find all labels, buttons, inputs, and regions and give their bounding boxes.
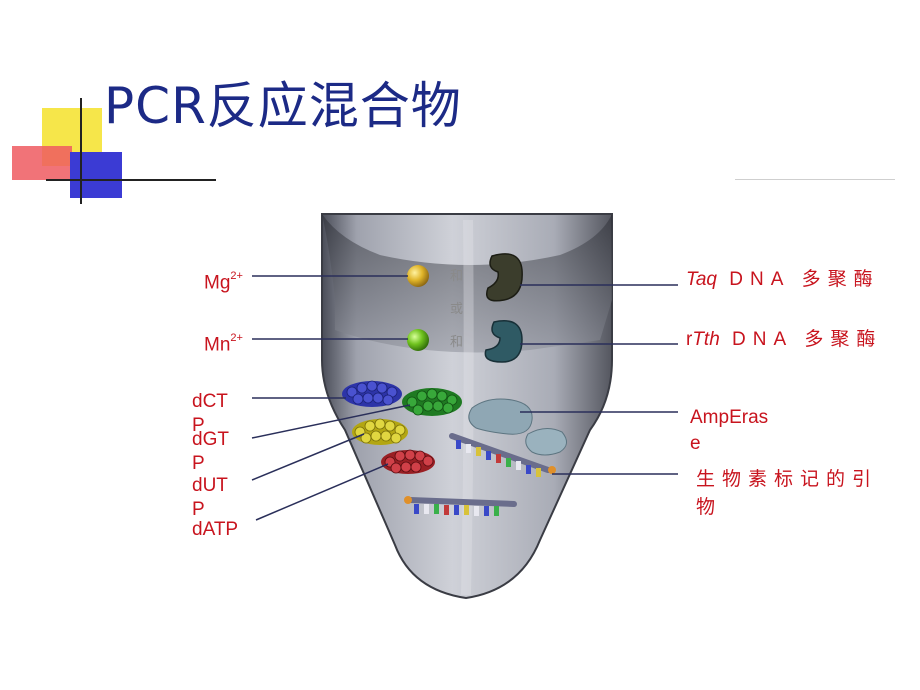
mg-ion [407, 265, 429, 287]
page-title: PCR反应混合物 [104, 77, 462, 135]
label-dctp-line1: dCT [192, 391, 228, 412]
label-rtth-polymerase: rTth DNA 多聚酶 [686, 328, 882, 352]
label-dgtp-line2: P [192, 453, 205, 474]
deco-blue-square [70, 152, 122, 198]
label-rtth-rest: DNA 多聚酶 [719, 329, 883, 350]
deco-red-square [12, 146, 72, 180]
label-dutp-line2: P [192, 499, 205, 520]
label-amperase-line1: AmpEras [690, 407, 769, 428]
tube-body [321, 213, 613, 600]
label-taq-italic: Taq [686, 269, 717, 290]
mn-ion [407, 329, 429, 351]
label-mn: Mn2+ [204, 328, 243, 357]
label-mn-charge: 2+ [230, 332, 243, 344]
amperase-blob-2 [525, 428, 567, 456]
label-rtth-italic: Tth [692, 329, 720, 350]
label-mn-base: Mn [204, 334, 231, 356]
label-amperase-line2: e [690, 433, 701, 454]
amperase-blob-1 [468, 398, 533, 435]
label-and-2: 和 [450, 335, 464, 350]
label-dctp-line2: P [192, 415, 205, 436]
label-taq-polymerase: Taq DNA 多聚酶 [686, 268, 880, 292]
connector-lines [251, 275, 678, 521]
label-dgtp-line1: dGT [192, 429, 229, 450]
label-rtth-prefix: r [686, 329, 693, 350]
biotin-primer-1 [449, 433, 556, 477]
deco-horizontal-line [46, 179, 216, 181]
dctp-cluster [342, 380, 402, 407]
dgtp-cluster [402, 388, 462, 416]
deco-right-rule [735, 179, 895, 180]
label-mg: Mg2+ [204, 266, 243, 295]
label-taq-rest: DNA 多聚酶 [717, 269, 880, 290]
label-mg-base: Mg [204, 272, 231, 294]
taq-enzyme [486, 253, 523, 302]
label-or: 或 [450, 302, 464, 317]
label-datp: dATP [192, 519, 239, 540]
label-biotin-primer-line1: 生物素标记的引 [696, 469, 879, 490]
label-and-1: 和 [450, 269, 464, 284]
dutp-cluster [352, 418, 408, 445]
label-dutp-line1: dUT [192, 475, 228, 496]
biotin-primer-2 [404, 496, 517, 516]
rtth-enzyme [484, 320, 523, 363]
label-biotin-primer-line2: 物 [696, 497, 716, 518]
label-mg-charge: 2+ [230, 270, 243, 282]
datp-cluster [381, 449, 435, 474]
deco-vertical-line [80, 98, 82, 204]
